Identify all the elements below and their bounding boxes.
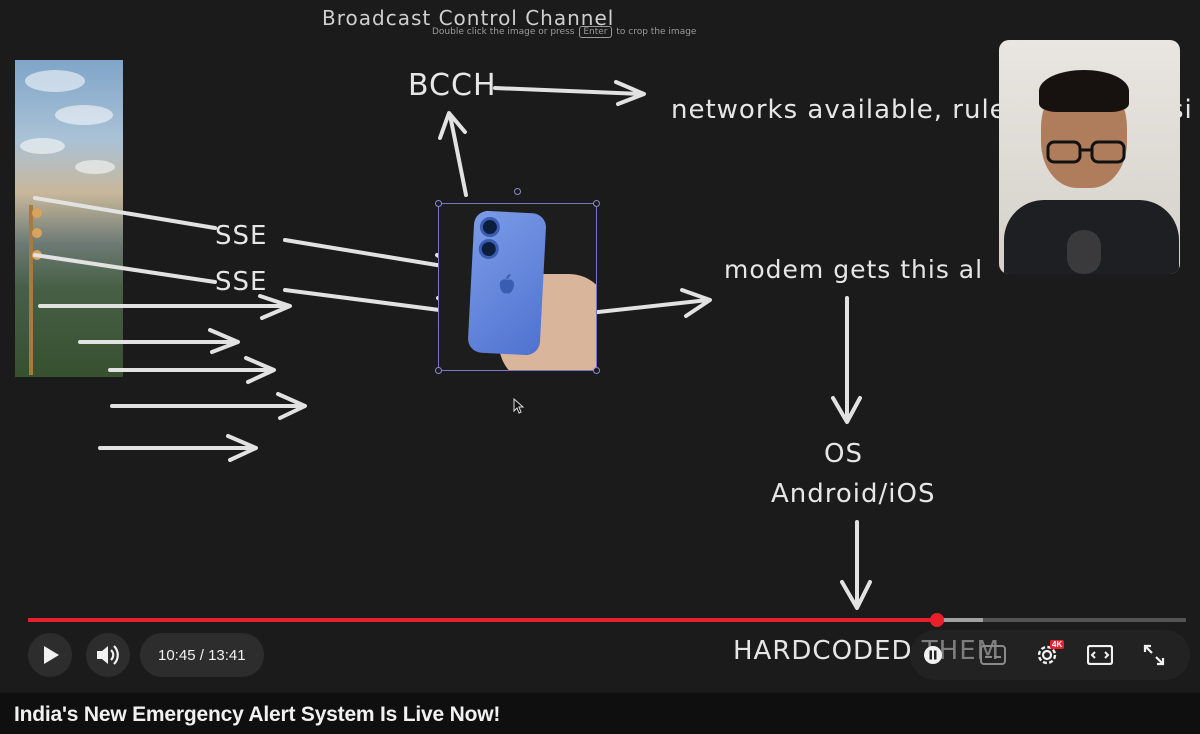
resize-handle-tr[interactable] <box>593 200 600 207</box>
side-arrow-2 <box>78 328 240 354</box>
apple-logo-icon <box>499 274 515 294</box>
phone-body <box>467 210 547 356</box>
miniplayer-button[interactable] <box>1083 638 1117 672</box>
progress-bar[interactable] <box>28 613 1186 627</box>
sky-image <box>15 60 123 377</box>
top-caption: Broadcast Control Channel <box>322 6 615 30</box>
side-arrow-3 <box>108 356 276 384</box>
side-arrow-1 <box>38 294 292 320</box>
duration: 13:41 <box>208 646 246 664</box>
current-time: 10:45 <box>158 646 196 664</box>
bcch-label: BCCH <box>408 68 497 103</box>
hardcoded-down-arrow <box>840 520 872 610</box>
tower-line-1 <box>33 196 217 230</box>
os-label: OS <box>824 439 863 469</box>
fullscreen-icon <box>1143 644 1165 666</box>
enter-key-hint: Enter <box>579 26 612 38</box>
time-display: 10:45 / 13:41 <box>140 633 264 677</box>
play-button[interactable] <box>28 633 72 677</box>
resize-handle-tl[interactable] <box>435 200 442 207</box>
settings-button[interactable]: 4K <box>1030 638 1065 672</box>
subtitles-icon <box>980 645 1006 665</box>
presenter-hair <box>1039 70 1129 112</box>
miniplayer-icon <box>1087 645 1113 665</box>
tower-line-2 <box>33 253 217 284</box>
webcam-overlay <box>999 40 1180 274</box>
networks-label: networks available, rule <box>671 95 1007 125</box>
volume-icon <box>97 645 119 665</box>
crop-hint-pre: Double click the image or press <box>432 27 575 37</box>
modem-label: modem gets this al <box>724 255 983 284</box>
video-player[interactable]: BCCH networks available, rule si SSE SSE… <box>0 0 1200 693</box>
time-separator: / <box>195 646 209 664</box>
resize-handle-br[interactable] <box>593 367 600 374</box>
resize-handle-bl[interactable] <box>435 367 442 374</box>
settings-icon <box>1037 645 1057 665</box>
rotate-handle[interactable] <box>514 188 521 195</box>
fullscreen-button[interactable] <box>1137 638 1171 672</box>
os-down-arrow <box>831 296 862 424</box>
play-icon <box>44 646 59 664</box>
subtitles-button[interactable] <box>976 638 1010 672</box>
pause-circle-icon <box>924 646 942 664</box>
microphone <box>1067 230 1101 274</box>
right-controls: 4K <box>910 630 1190 680</box>
volume-button[interactable] <box>86 633 130 677</box>
progress-scrubber[interactable] <box>930 613 945 627</box>
quality-badge: 4K <box>1050 640 1065 649</box>
side-arrow-5 <box>98 434 258 462</box>
sse-label-2: SSE <box>215 267 267 297</box>
mouse-cursor-icon <box>513 398 525 414</box>
glasses-icon <box>1046 140 1126 164</box>
video-title: India's New Emergency Alert System Is Li… <box>14 703 501 726</box>
phone-image[interactable] <box>438 203 597 371</box>
android-ios-label: Android/iOS <box>771 479 935 509</box>
whiteboard-labels: BCCH networks available, rule si SSE SSE… <box>215 68 1192 666</box>
progress-played <box>28 618 938 622</box>
crop-hint-post: to crop the image <box>616 27 697 37</box>
crop-hint: Double click the image or press Enter to… <box>432 26 697 38</box>
autoplay-toggle[interactable] <box>916 638 950 672</box>
bcch-right-arrow <box>493 80 646 106</box>
sse-label-1: SSE <box>215 221 267 251</box>
side-arrow-4 <box>110 392 307 420</box>
bcch-up-arrow <box>438 111 468 197</box>
